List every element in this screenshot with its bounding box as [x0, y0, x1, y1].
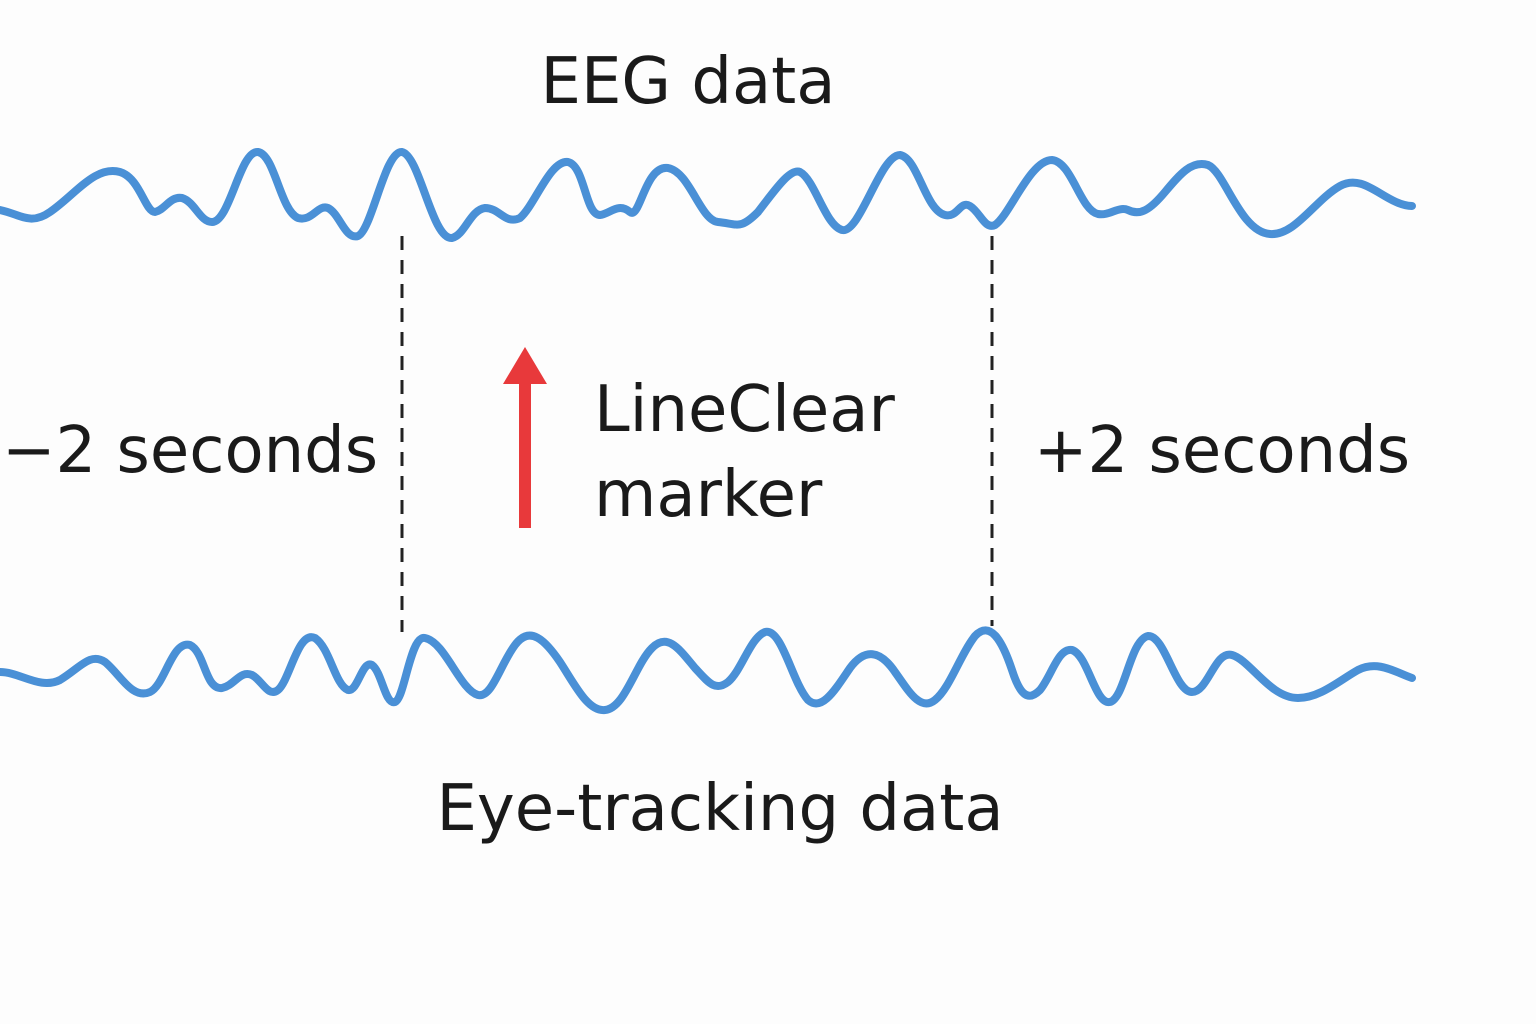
- marker-arrow-icon: [503, 347, 547, 528]
- marker-label-line2: marker: [594, 458, 823, 532]
- marker-label-line1: LineClear: [594, 373, 895, 447]
- eeg-title: EEG data: [541, 45, 836, 119]
- eye-tracking-signal-wave: [0, 626, 1416, 714]
- window-after-label: +2 seconds: [1034, 414, 1410, 488]
- eye-tracking-title: Eye-tracking data: [436, 772, 1003, 846]
- window-before-label: −2 seconds: [2, 414, 378, 488]
- eeg-signal-wave: [0, 148, 1416, 242]
